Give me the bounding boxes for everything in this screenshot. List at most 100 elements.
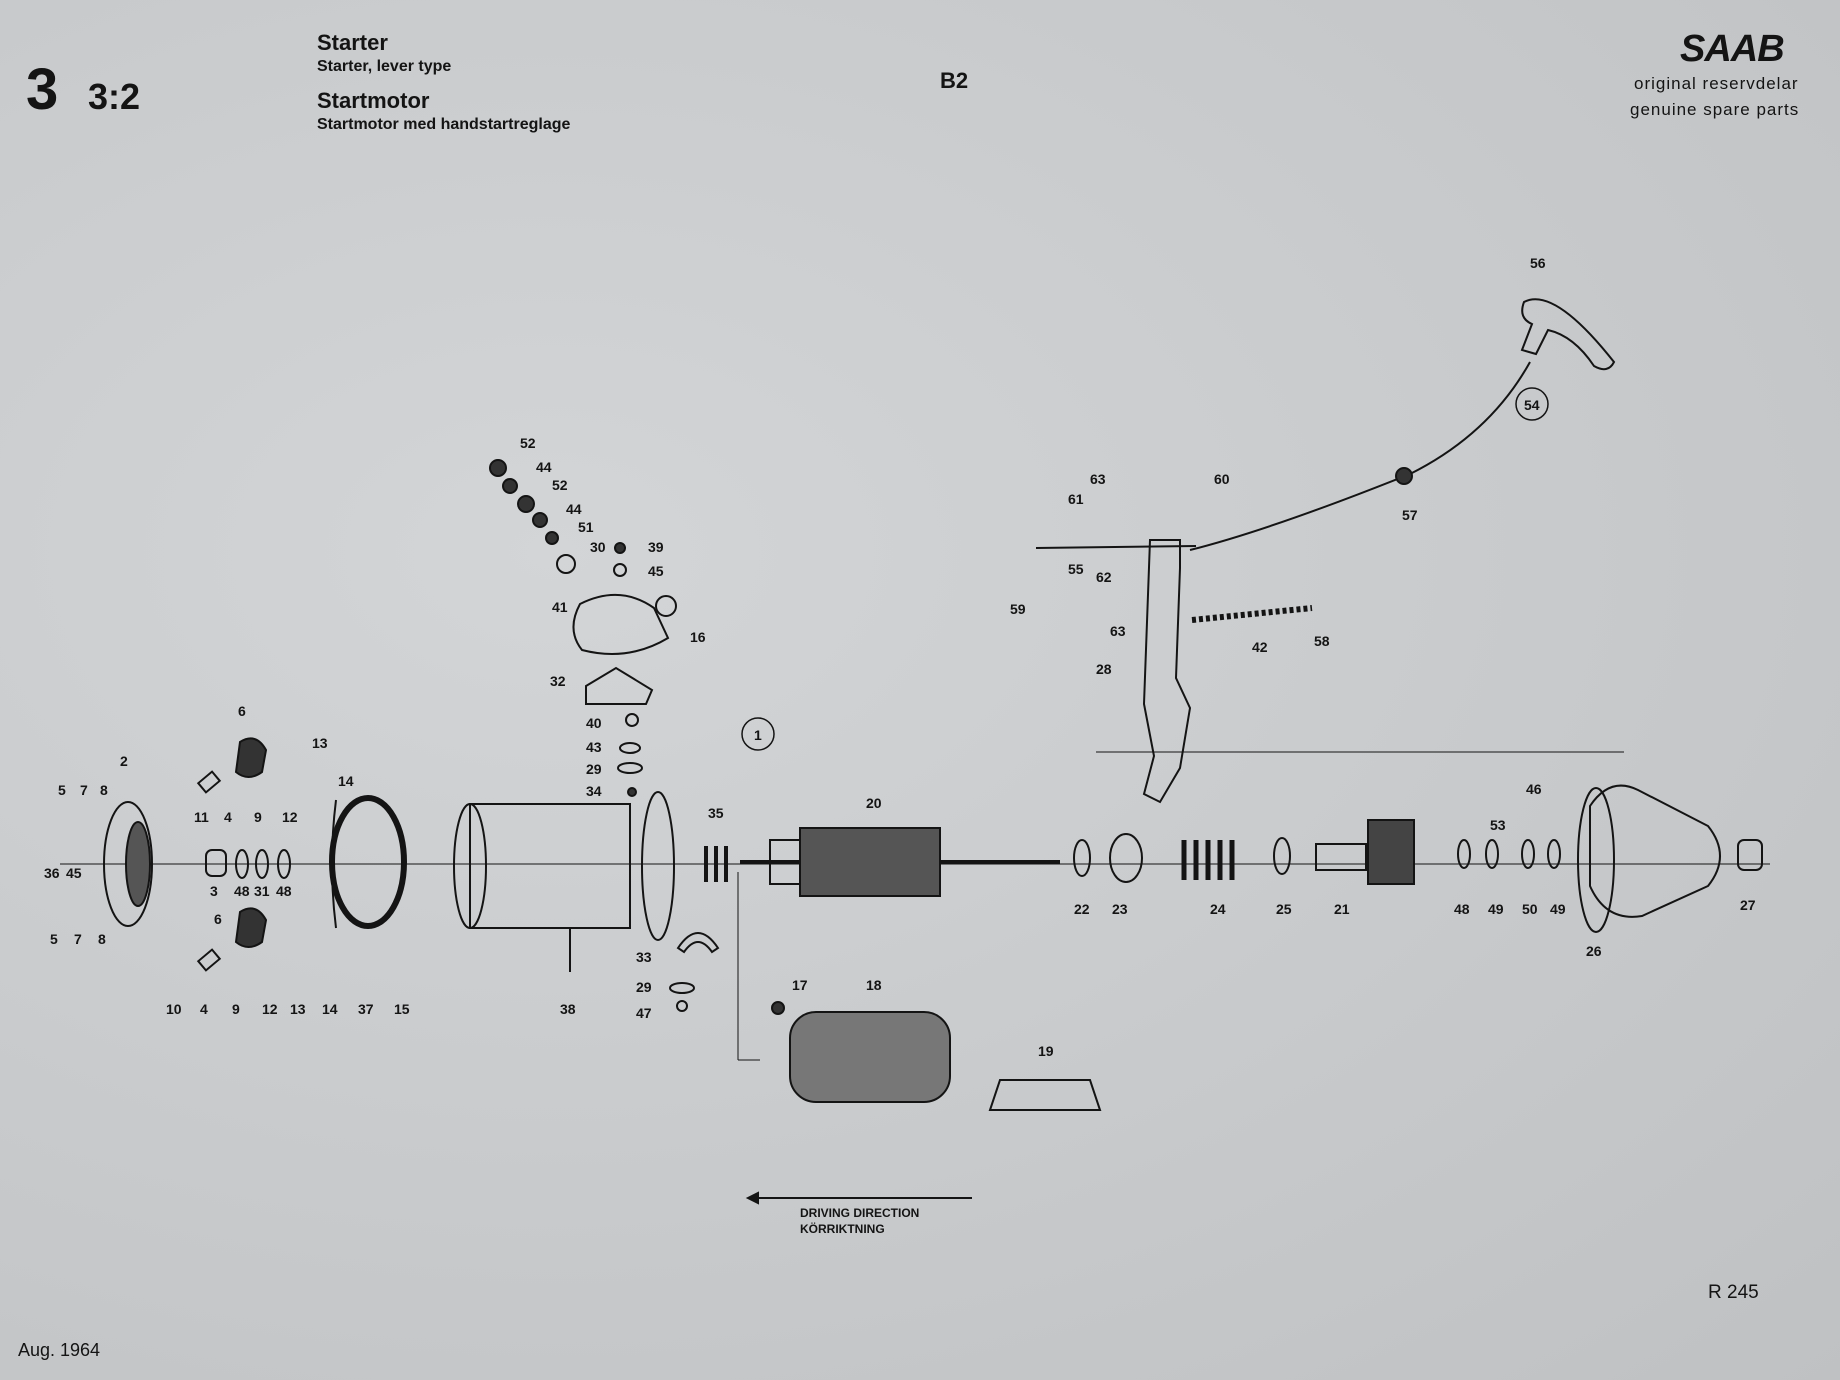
washer-48c: [1457, 839, 1471, 869]
part-label: 8: [100, 782, 108, 798]
part-label: 63: [1090, 471, 1106, 487]
part-label: 35: [708, 805, 724, 821]
washer-49a: [1485, 839, 1499, 869]
part-label: 43: [586, 739, 602, 755]
part-label: 14: [338, 773, 354, 789]
washer-49b: [1547, 839, 1561, 869]
part-label: 15: [394, 1001, 410, 1017]
brush-holder-upper: [234, 737, 268, 778]
pull-handle: [1520, 298, 1616, 371]
part-label: 30: [590, 539, 606, 555]
driving-direction-label: DRIVING DIRECTION: [800, 1206, 920, 1220]
driving-direction-label-swedish: KÖRRIKTNING: [800, 1222, 885, 1236]
callout-circle-54: [1515, 387, 1549, 421]
field-terminal: [771, 1001, 785, 1015]
part-label: 41: [552, 599, 568, 615]
part-label: 11: [194, 809, 209, 825]
field-coils: [789, 1011, 951, 1103]
part-label: 23: [1112, 901, 1128, 917]
saab-logo: SAAB: [1680, 28, 1785, 70]
part-label: 25: [1276, 901, 1292, 917]
starter-yoke: [469, 803, 631, 929]
part-label: 29: [636, 979, 652, 995]
part-label: 7: [74, 931, 82, 947]
part-label: 10: [166, 1001, 182, 1017]
nut-52a: [489, 459, 507, 477]
part-label: 33: [636, 949, 652, 965]
part-label: 52: [552, 477, 568, 493]
part-label: 12: [282, 809, 298, 825]
washer-29a: [617, 762, 643, 774]
part-label: 5: [58, 782, 66, 798]
part-label: 13: [290, 1001, 306, 1017]
brush-spring-upper: [196, 770, 222, 794]
arrowhead-icon: [745, 1191, 759, 1205]
washer-31: [255, 849, 269, 879]
drive-end-housing: [1589, 784, 1721, 918]
callout-circle-1: [741, 717, 775, 751]
armature-core: [799, 827, 941, 897]
switch-housing: [572, 594, 670, 655]
washer-30: [556, 554, 576, 574]
part-label: 22: [1074, 901, 1090, 917]
part-label: 51: [578, 519, 594, 535]
part-label: 9: [232, 1001, 240, 1017]
part-label: 38: [560, 1001, 576, 1017]
part-label: 62: [1096, 569, 1112, 585]
part-label: 5: [50, 931, 58, 947]
part-label: 36: [44, 865, 60, 881]
part-label: 14: [322, 1001, 338, 1017]
part-label: 6: [214, 911, 222, 927]
part-label: 17: [792, 977, 808, 993]
band-cover: [329, 795, 407, 929]
part-label: 61: [1068, 491, 1084, 507]
part-label: 54: [1524, 397, 1540, 413]
part-label: 49: [1488, 901, 1504, 917]
part-label: 55: [1068, 561, 1084, 577]
part-label: 32: [550, 673, 566, 689]
part-label: 48: [276, 883, 292, 899]
brush-plate-detail: [125, 821, 151, 907]
washer-48b: [277, 849, 291, 879]
yoke-gasket: [641, 791, 675, 941]
part-label: 12: [262, 1001, 278, 1017]
pinion-guide-23: [1109, 833, 1143, 883]
part-label: 31: [254, 883, 270, 899]
part-label: 44: [536, 459, 552, 475]
bearing-shell: [676, 932, 720, 954]
subtitle-english: Starter, lever type: [317, 58, 452, 75]
switch-gasket: [585, 666, 654, 705]
section-subnumber: 3:2: [88, 76, 141, 117]
part-label: 48: [234, 883, 250, 899]
subtitle-swedish: Startmotor med handstartreglage: [317, 116, 571, 133]
part-label: 18: [866, 977, 882, 993]
part-label: 34: [586, 783, 602, 799]
part-label: 29: [586, 761, 602, 777]
part-label: 40: [586, 715, 602, 731]
brush-holder-lower: [234, 907, 268, 948]
washer-50: [1521, 839, 1535, 869]
part-label: 63: [1110, 623, 1126, 639]
part-label: 45: [648, 563, 664, 579]
nut-34: [627, 787, 637, 797]
part-label: 49: [1550, 901, 1566, 917]
shift-lever: [1142, 539, 1192, 804]
issue-date: Aug. 1964: [18, 1340, 101, 1360]
part-label: 3: [210, 883, 218, 899]
part-label: 26: [1586, 943, 1602, 959]
part-label: 48: [1454, 901, 1470, 917]
part-label: 42: [1252, 639, 1268, 655]
spring-24: [1181, 840, 1235, 880]
screw-40: [625, 713, 639, 727]
control-cable: [1189, 361, 1531, 551]
washer-29b: [669, 982, 695, 994]
washer-48a: [235, 849, 249, 879]
cable-clamp-57: [1395, 467, 1413, 485]
brush-spring-lower: [196, 948, 222, 972]
part-label: 58: [1314, 633, 1330, 649]
part-label: 2: [120, 753, 128, 769]
yoke-end: [453, 803, 487, 929]
part-label: 6: [238, 703, 246, 719]
